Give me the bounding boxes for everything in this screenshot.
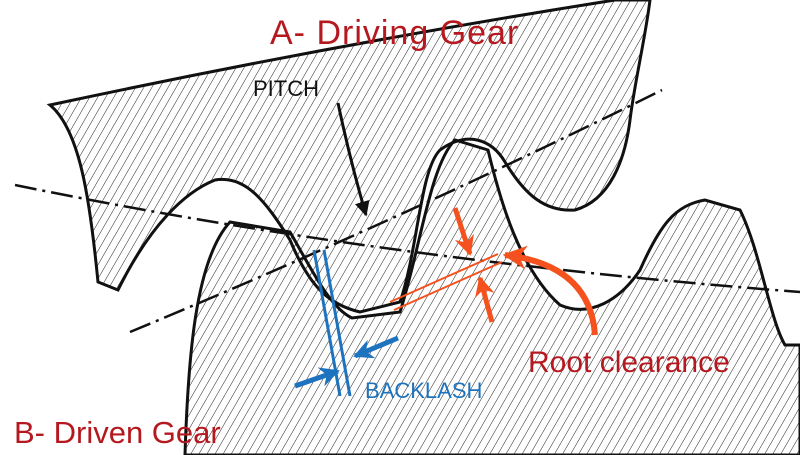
- pitch-arrow: [336, 102, 370, 217]
- driven-gear-label: B- Driven Gear: [14, 415, 221, 450]
- root-clearance-label: Root clearance: [528, 346, 730, 379]
- driving-pitch-line: [14, 183, 800, 294]
- driven-pitch-line: [129, 88, 663, 334]
- backlash-label: BACKLASH: [365, 378, 483, 403]
- pitch-label: PITCH: [253, 76, 319, 101]
- backlash-indicator: [294, 249, 399, 397]
- driving-gear-label: A- Driving Gear: [270, 14, 520, 52]
- root-clearance-indicator: [389, 207, 598, 336]
